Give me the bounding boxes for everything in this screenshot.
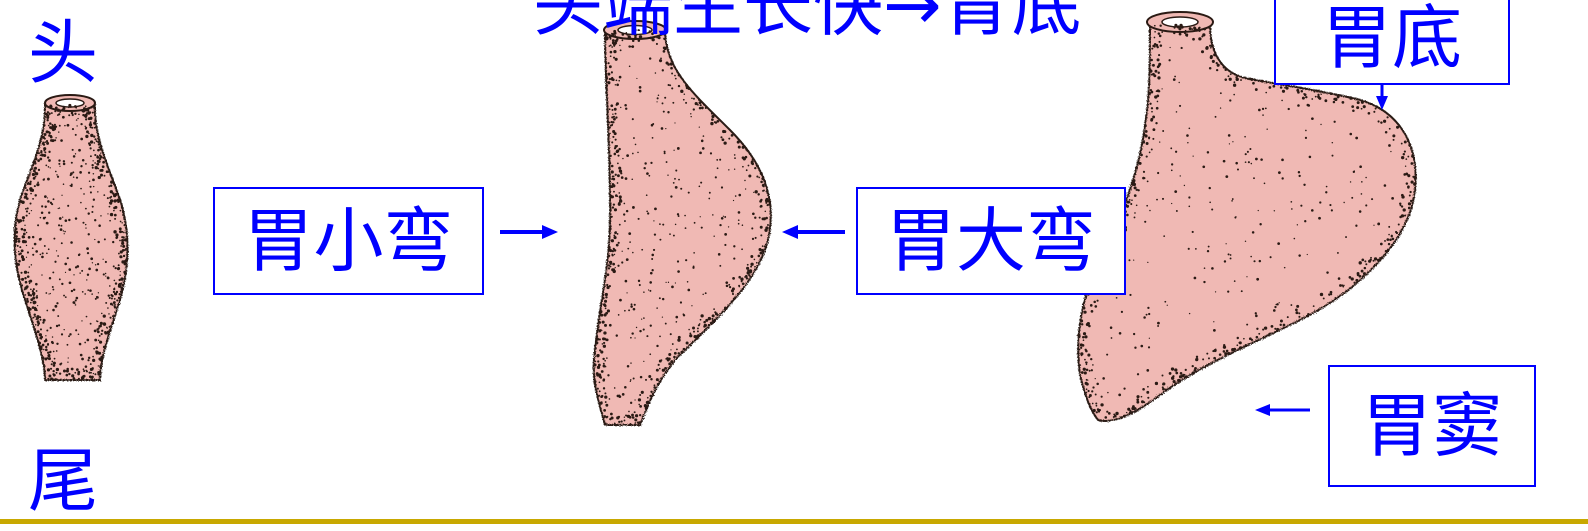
box-greater-curvature: 胃大弯 bbox=[856, 187, 1126, 295]
box-fundus: 胃底 bbox=[1274, 0, 1510, 85]
arrow-greater-curvature bbox=[782, 225, 845, 239]
label-tail: 尾 bbox=[28, 440, 98, 522]
label-greater-curvature: 胃大弯 bbox=[886, 200, 1096, 282]
box-lesser-curvature: 胃小弯 bbox=[213, 187, 484, 295]
bottom-rule bbox=[0, 519, 1588, 524]
label-head: 头 bbox=[28, 12, 98, 94]
label-lesser-curvature: 胃小弯 bbox=[243, 200, 454, 282]
stomach-stage-2 bbox=[592, 20, 772, 426]
stomach-stage-1 bbox=[13, 94, 129, 381]
label-antrum: 胃窦 bbox=[1362, 385, 1502, 467]
arrow-antrum bbox=[1255, 404, 1310, 416]
label-top-caption: 头端生长快→胃底 bbox=[533, 0, 1082, 46]
label-fundus: 胃底 bbox=[1322, 0, 1462, 79]
box-antrum: 胃窦 bbox=[1328, 365, 1536, 487]
arrow-lesser-curvature bbox=[500, 225, 558, 239]
